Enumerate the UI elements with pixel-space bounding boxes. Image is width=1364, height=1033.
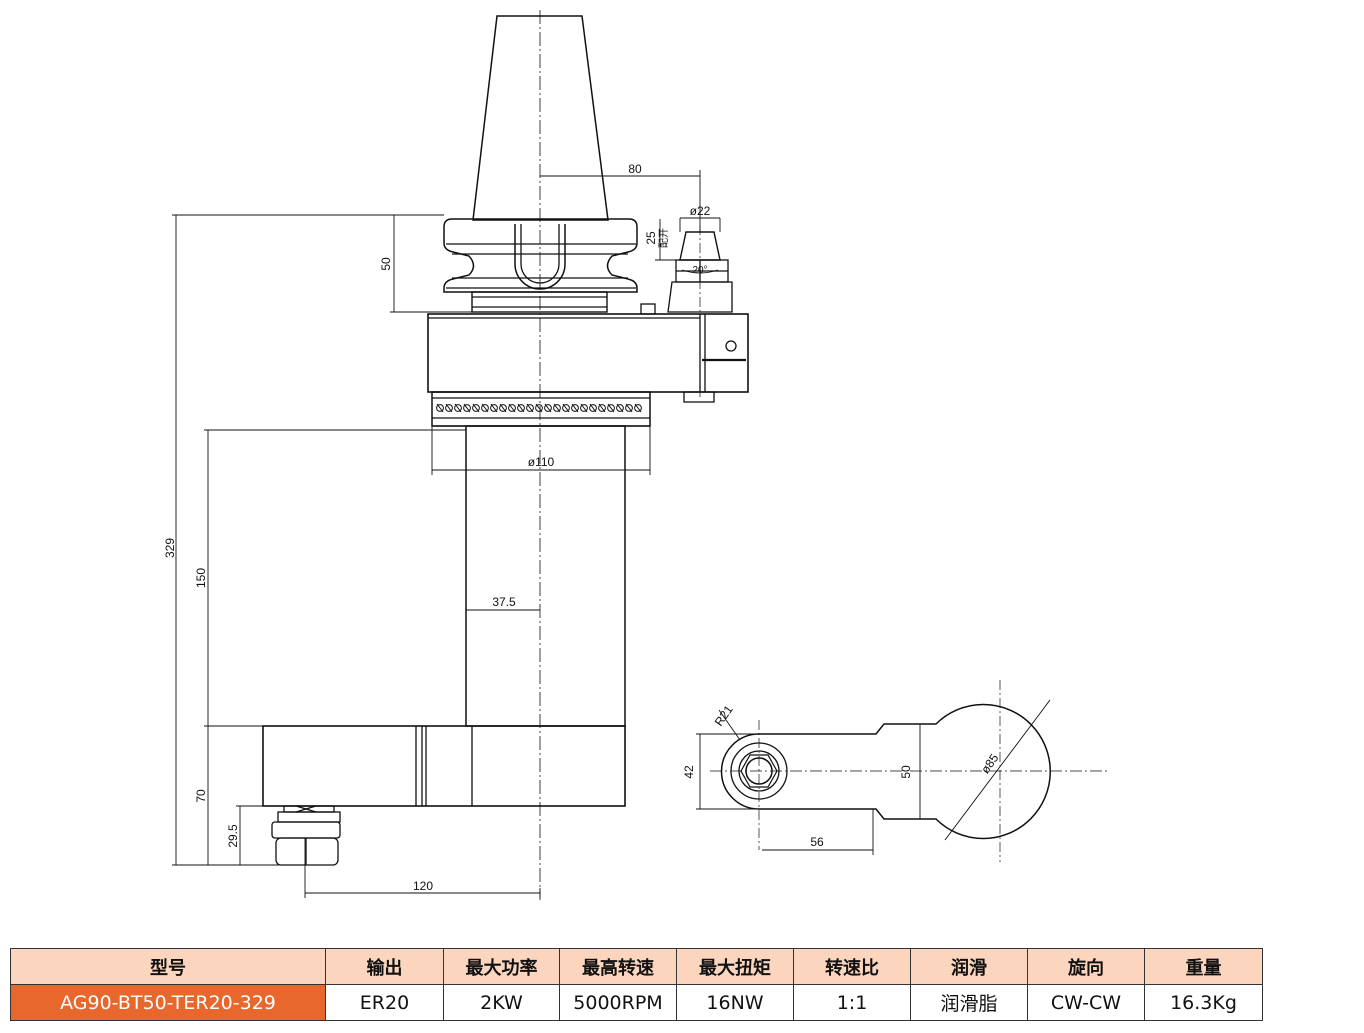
header-output: 输出 (325, 948, 444, 985)
bearing-ball-mark (571, 403, 579, 413)
dim-50-top: 50 (899, 765, 913, 779)
bearing-ball-mark (616, 403, 624, 413)
header-model: 型号 (10, 948, 326, 985)
bearing-ball-mark (517, 403, 525, 413)
header-rotation: 旋向 (1027, 948, 1145, 985)
bearing-ball-mark (445, 403, 453, 413)
dim-r21: R21 (712, 702, 736, 728)
vertical-body (432, 425, 650, 727)
bearing-ball (436, 404, 444, 412)
dimension-lines (172, 170, 721, 898)
cell-lubrication: 润滑脂 (910, 984, 1028, 1021)
bearing-ball (562, 404, 570, 412)
spec-header-row: 型号 输出 最大功率 最高转速 最大扭矩 转速比 润滑 旋向 重量 (10, 948, 1263, 985)
bearing-ball (472, 404, 480, 412)
cell-output: ER20 (325, 984, 444, 1021)
bearing-ball (535, 404, 543, 412)
bearing-ball-mark (544, 403, 552, 413)
dim-29-5: 29.5 (226, 824, 240, 848)
cell-ratio: 1:1 (793, 984, 911, 1021)
dim-pin-note: 配开 (658, 228, 670, 248)
bearing-ball-mark (589, 403, 597, 413)
cell-rotation: CW-CW (1027, 984, 1145, 1021)
dim-50-head: 50 (379, 257, 393, 271)
dim-20-deg: 20° (692, 265, 707, 276)
bearing-ball-mark (562, 403, 570, 413)
bearing-ball (634, 404, 642, 412)
dimension-labels: 329 50 150 70 29.5 120 37.5 ø110 80 ø22 … (163, 162, 1002, 893)
bearing-ball (607, 404, 615, 412)
bearing-ball (463, 404, 471, 412)
bearing-ball (589, 404, 597, 412)
bearing-ball (580, 404, 588, 412)
header-max-power: 最大功率 (443, 948, 560, 985)
dim-120: 120 (413, 879, 433, 893)
technical-drawing: 329 50 150 70 29.5 120 37.5 ø110 80 ø22 … (163, 10, 1110, 900)
bearing-ball (625, 404, 633, 412)
dim-85: ø85 (978, 751, 1002, 776)
bt50-taper (472, 10, 609, 900)
dim-42: 42 (682, 765, 696, 779)
housing (427, 313, 749, 403)
bearing-ball (499, 404, 507, 412)
bearing-ball (553, 404, 561, 412)
bearing-ball (598, 404, 606, 412)
cell-max-power: 2KW (443, 984, 560, 1021)
bearing-ball-mark (463, 403, 471, 413)
bearing-ball-mark (508, 403, 516, 413)
bearing-ball (445, 404, 453, 412)
header-lubrication: 润滑 (910, 948, 1028, 985)
bearing-ball-mark (454, 403, 462, 413)
cell-weight: 16.3Kg (1144, 984, 1263, 1021)
bearing-ball (544, 404, 552, 412)
dim-110: ø110 (528, 455, 555, 469)
dim-25: 25 (644, 231, 658, 245)
header-weight: 重量 (1144, 948, 1263, 985)
bearing-ball-mark (535, 403, 543, 413)
header-max-torque: 最大扭矩 (676, 948, 794, 985)
dim-150: 150 (194, 568, 208, 588)
dim-80: 80 (628, 162, 642, 176)
bearing-ring (431, 391, 651, 427)
dim-56: 56 (810, 835, 824, 849)
bearing-ball (526, 404, 534, 412)
dim-22: ø22 (690, 204, 711, 218)
bearing-ball-mark (580, 403, 588, 413)
bearing-ball (508, 404, 516, 412)
bearing-ball (616, 404, 624, 412)
bearing-ball-mark (481, 403, 489, 413)
bearing-ball (481, 404, 489, 412)
cell-max-torque: 16NW (676, 984, 794, 1021)
header-ratio: 转速比 (793, 948, 911, 985)
bearing-ball-mark (607, 403, 615, 413)
top-view (696, 680, 1110, 862)
bearing-ball-mark (490, 403, 498, 413)
bearing-ball-mark (598, 403, 606, 413)
dim-329: 329 (163, 538, 177, 558)
bearing-ball-mark (553, 403, 561, 413)
bearing-ball-mark (499, 403, 507, 413)
bearing-ball-mark (634, 403, 642, 413)
bearing-ball-mark (526, 403, 534, 413)
spec-table: 型号 输出 最大功率 最高转速 最大扭矩 转速比 润滑 旋向 重量 AG90-B… (10, 948, 1263, 1021)
cell-max-speed: 5000RPM (559, 984, 677, 1021)
dim-37-5: 37.5 (492, 595, 516, 609)
spec-data-row: AG90-BT50-TER20-329 ER20 2KW 5000RPM 16N… (10, 984, 1263, 1021)
bearing-ball-mark (625, 403, 633, 413)
bearing-ball-mark (472, 403, 480, 413)
flange (443, 218, 656, 315)
bearing-ball (517, 404, 525, 412)
cell-model: AG90-BT50-TER20-329 (10, 984, 326, 1021)
bearing-ball (571, 404, 579, 412)
dim-70: 70 (194, 789, 208, 803)
header-max-speed: 最高转速 (559, 948, 677, 985)
bottom-head (262, 725, 626, 866)
bearing-ball-mark (436, 403, 444, 413)
bearing-ball (490, 404, 498, 412)
bearing-ball (454, 404, 462, 412)
